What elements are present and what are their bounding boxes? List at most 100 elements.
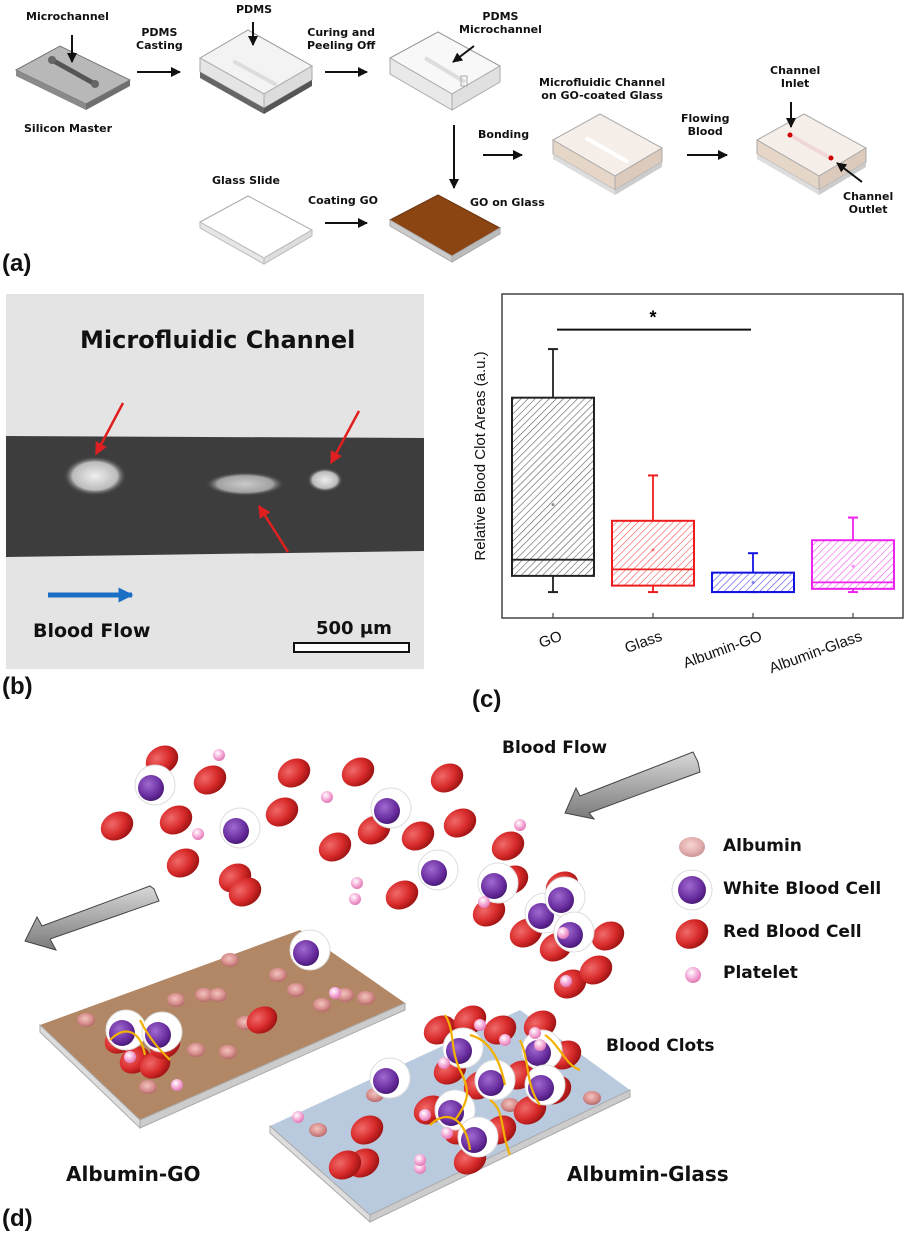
albumin bbox=[77, 1013, 95, 1027]
platelet bbox=[192, 828, 204, 840]
scale-bar-label: 500 μm bbox=[316, 618, 392, 639]
fibrin-strand bbox=[469, 1033, 507, 1086]
platelet bbox=[124, 1051, 136, 1063]
blood-flow-arrow-icon bbox=[564, 751, 701, 820]
label-channel-inlet: Channel Inlet bbox=[770, 64, 821, 90]
fibrin-strand bbox=[444, 1014, 468, 1121]
legend-label-rbc: Red Blood Cell bbox=[723, 922, 862, 942]
scale-bar bbox=[293, 642, 410, 653]
box-iqr bbox=[811, 539, 895, 590]
clot-pointer-arrow-2 bbox=[329, 410, 361, 465]
albumin-go-label: Albumin-GO bbox=[66, 1162, 201, 1186]
label-bonding: Bonding bbox=[478, 128, 530, 141]
platelet bbox=[441, 1127, 453, 1139]
albumin bbox=[309, 1123, 327, 1137]
red-blood-cell bbox=[166, 848, 200, 878]
platelet bbox=[171, 1079, 183, 1091]
platelet bbox=[292, 1111, 304, 1123]
label-silicon-master: Silicon Master bbox=[24, 122, 113, 135]
mean-marker bbox=[751, 580, 755, 584]
legend-label-platelet: Platelet bbox=[723, 963, 798, 983]
white-blood-cell-nucleus bbox=[481, 873, 507, 899]
red-blood-cell bbox=[100, 811, 134, 841]
blood-flow-title: Blood Flow bbox=[502, 738, 608, 758]
albumin bbox=[209, 988, 227, 1002]
red-blood-cell bbox=[385, 880, 419, 910]
albumin bbox=[221, 953, 239, 967]
label-microchannel: Microchannel bbox=[26, 10, 109, 23]
white-blood-cell-nucleus bbox=[145, 1022, 171, 1048]
silicon-master-icon bbox=[14, 45, 132, 110]
x-tick-label: GO bbox=[537, 628, 565, 652]
fibrin-strand bbox=[429, 1115, 472, 1151]
box-iqr bbox=[611, 519, 695, 587]
white-blood-cell-nucleus bbox=[461, 1127, 487, 1153]
panel-d-letter: (d) bbox=[2, 1205, 33, 1232]
red-blood-cell bbox=[328, 1150, 362, 1180]
white-blood-cell-nucleus bbox=[528, 903, 554, 929]
red-blood-cell bbox=[246, 1006, 278, 1034]
blood-cells-group bbox=[77, 745, 625, 1180]
red-blood-cell bbox=[401, 821, 435, 851]
bonded-chip-icon bbox=[551, 113, 664, 195]
label-glass-slide: Glass Slide bbox=[212, 174, 280, 187]
white-blood-cell-nucleus bbox=[678, 876, 706, 904]
blood-clot-2 bbox=[205, 472, 285, 496]
platelet bbox=[529, 1027, 541, 1039]
legend-label-albumin: Albumin bbox=[723, 836, 802, 856]
panel-c-letter: (c) bbox=[472, 686, 502, 713]
platelet bbox=[499, 1034, 511, 1046]
platelet bbox=[321, 791, 333, 803]
label-go-on-glass: GO on Glass bbox=[470, 196, 545, 209]
box-iqr bbox=[511, 396, 595, 577]
fibrin-strand bbox=[139, 1019, 171, 1061]
mean-marker bbox=[851, 564, 855, 568]
micrograph-title: Microfluidic Channel bbox=[80, 326, 356, 354]
significance-star: * bbox=[649, 308, 656, 328]
white-blood-cell-nucleus bbox=[374, 798, 400, 824]
red-blood-cell bbox=[579, 955, 613, 985]
white-blood-cell-nucleus bbox=[293, 940, 319, 966]
platelet bbox=[329, 987, 341, 999]
box-albumin-go bbox=[711, 552, 795, 594]
albumin bbox=[357, 991, 375, 1005]
outgoing-flow-arrow-icon bbox=[24, 885, 160, 951]
mean-marker bbox=[551, 503, 555, 507]
platelet bbox=[534, 1039, 546, 1051]
blood-clot-1 bbox=[63, 456, 127, 496]
albumin bbox=[167, 993, 185, 1007]
platelet bbox=[514, 819, 526, 831]
red-blood-cell bbox=[228, 877, 262, 907]
platelet bbox=[349, 893, 361, 905]
pdms-block-icon bbox=[198, 29, 314, 114]
box-series-group bbox=[511, 348, 895, 594]
glass-slide-icon bbox=[198, 195, 314, 265]
panel-a-schematic bbox=[14, 22, 868, 265]
albumin bbox=[287, 983, 305, 997]
albumin bbox=[187, 1043, 205, 1057]
label-pdms: PDMS bbox=[236, 3, 273, 16]
legend bbox=[671, 837, 713, 983]
red-blood-cell bbox=[591, 921, 625, 951]
red-blood-cell bbox=[350, 1115, 384, 1145]
red-blood-cell bbox=[491, 831, 525, 861]
platelet bbox=[478, 896, 490, 908]
platelet bbox=[560, 975, 572, 987]
platelet bbox=[414, 1154, 426, 1166]
red-blood-cell bbox=[443, 808, 477, 838]
white-blood-cell-nucleus bbox=[438, 1100, 464, 1126]
mean-marker bbox=[651, 548, 655, 552]
white-blood-cell-nucleus bbox=[421, 860, 447, 886]
label-pdms-microchannel: PDMS Microchannel bbox=[459, 10, 542, 36]
pdms-microchannel-pointer-arrow bbox=[452, 45, 475, 63]
clot-pointer-arrow-3 bbox=[257, 504, 290, 553]
legend-label-wbc: White Blood Cell bbox=[723, 879, 882, 899]
albumin bbox=[583, 1091, 601, 1105]
outlet-pointer-arrow bbox=[836, 162, 863, 183]
label-coating-go: Coating GO bbox=[308, 194, 378, 207]
white-blood-cell-nucleus bbox=[446, 1038, 472, 1064]
albumin bbox=[139, 1080, 157, 1094]
fibrin-strand bbox=[489, 1099, 512, 1156]
